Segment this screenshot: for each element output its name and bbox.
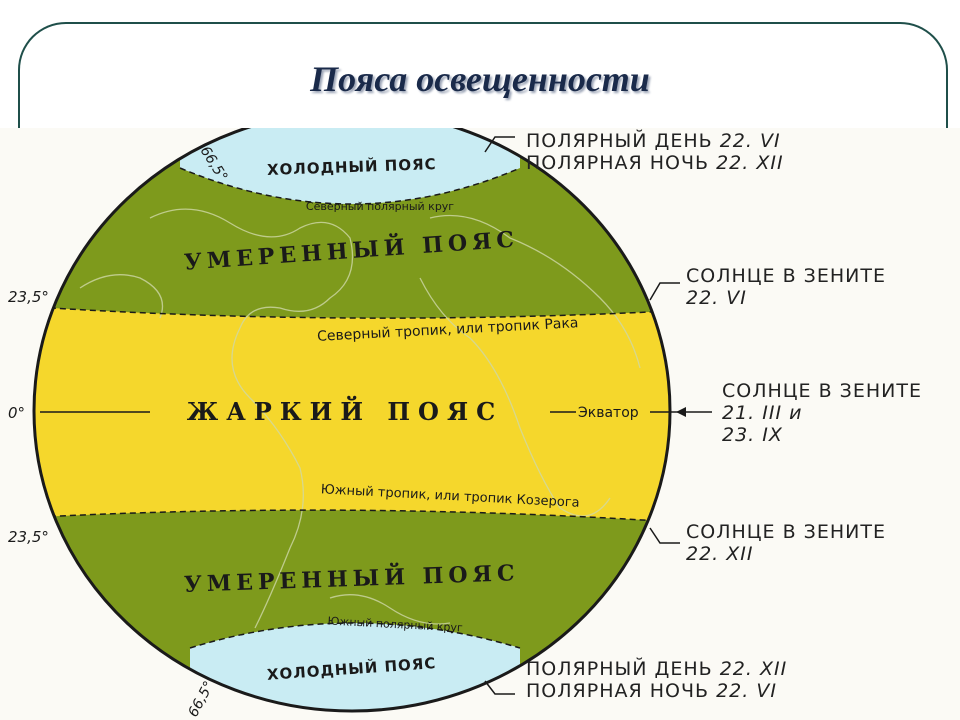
degree-south-665: 66,5° <box>185 679 217 720</box>
north-polar-day-text: ПОЛЯРНЫЙ ДЕНЬ <box>526 130 713 152</box>
tropic-north-sun-label: СОЛНЦЕ В ЗЕНИТЕ 22. VI <box>686 265 886 309</box>
tropic-south-sun-date: 22. XII <box>686 543 754 565</box>
page-title: Пояса освещенности <box>310 59 650 99</box>
north-polar-day-date: 22. VI <box>719 130 781 152</box>
degree-equator: 0° <box>8 404 25 422</box>
tropic-capricorn-line <box>34 509 670 524</box>
tropic-south-sun-text: СОЛНЦЕ В ЗЕНИТЕ <box>686 521 886 543</box>
equator-line-label: Экватор <box>578 405 639 421</box>
north-polar-pointer <box>484 136 515 153</box>
equator-sun-label: СОЛНЦЕ В ЗЕНИТЕ 21. III и 23. IX <box>722 380 922 446</box>
south-polar-day-text: ПОЛЯРНЫЙ ДЕНЬ <box>526 658 713 680</box>
south-polar-pointer <box>484 680 515 695</box>
south-polar-day-date: 22. XII <box>719 658 788 680</box>
tropic-north-sun-date: 22. VI <box>686 287 747 309</box>
antarctic-circle-line <box>189 622 521 649</box>
hot-zone-fill <box>34 306 670 523</box>
equator-sun-text: СОЛНЦЕ В ЗЕНИТЕ <box>722 380 922 402</box>
north-polar-night-date: 22. XII <box>716 152 784 174</box>
illumination-zones-diagram: ХОЛОДНЫЙ ПОЯС УМЕРЕННЫЙ ПОЯС ЖАРКИЙ ПОЯС… <box>0 128 960 720</box>
north-polar-label: ПОЛЯРНЫЙ ДЕНЬ 22. VI ПОЛЯРНАЯ НОЧЬ 22. X… <box>526 130 784 174</box>
latitude-lines <box>34 167 670 649</box>
degree-north-235: 23,5° <box>8 288 49 306</box>
tropic-north-sun-text: СОЛНЦЕ В ЗЕНИТЕ <box>686 265 886 287</box>
tropic-south-sun-label: СОЛНЦЕ В ЗЕНИТЕ 22. XII <box>686 521 886 565</box>
south-polar-label: ПОЛЯРНЫЙ ДЕНЬ 22. XII ПОЛЯРНАЯ НОЧЬ 22. … <box>526 658 787 702</box>
tropic-south-pointer <box>649 527 680 544</box>
globe-svg: ХОЛОДНЫЙ ПОЯС УМЕРЕННЫЙ ПОЯС ЖАРКИЙ ПОЯС… <box>8 128 712 720</box>
arctic-circle-label: Северный полярный круг <box>306 200 454 213</box>
pointer-lines <box>484 136 680 695</box>
degree-south-235: 23,5° <box>8 528 49 546</box>
equator-sun-date-1: 21. III и <box>722 402 803 424</box>
hot-zone-label: ЖАРКИЙ ПОЯС <box>187 395 503 426</box>
continent-outlines <box>79 208 641 629</box>
arctic-circle-line <box>179 167 521 205</box>
tropic-cancer-line <box>34 305 670 319</box>
equator-sun-date-2: 23. IX <box>722 424 783 446</box>
north-polar-night-text: ПОЛЯРНАЯ НОЧЬ <box>526 152 710 174</box>
tropic-north-pointer <box>649 282 680 301</box>
globe-outline <box>32 128 672 713</box>
north-cold-zone-fill <box>180 128 520 204</box>
south-polar-night-date: 22. VI <box>716 680 777 702</box>
south-polar-night-text: ПОЛЯРНАЯ НОЧЬ <box>526 680 710 702</box>
equator-arrow <box>676 407 686 417</box>
